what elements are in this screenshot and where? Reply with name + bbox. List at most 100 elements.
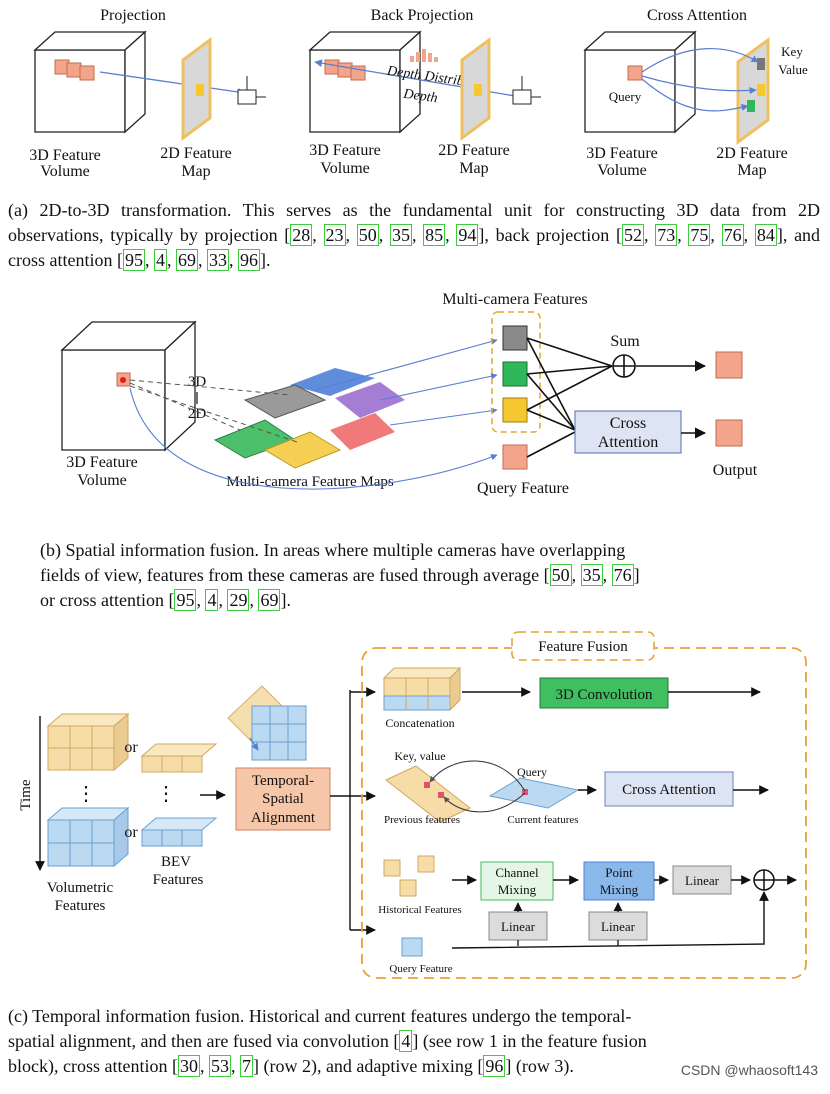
feature-map-red	[330, 413, 395, 450]
ref-52[interactable]: 52	[621, 224, 644, 246]
feature-volume-cube-2	[308, 30, 422, 134]
query-label: Query	[609, 89, 642, 104]
ref-4-c[interactable]: 4	[399, 1030, 413, 1052]
ref-23[interactable]: 23	[323, 224, 346, 246]
dashed-ray-3	[129, 385, 301, 444]
point-mixing-box	[583, 861, 655, 901]
query-feature-label: Query Feature	[477, 480, 569, 497]
volumetric-label-1: Volumetric	[47, 880, 114, 896]
ref-7-c[interactable]: 7	[239, 1055, 253, 1077]
sep: ,	[445, 225, 457, 245]
feature-map-blue	[290, 368, 375, 396]
ref-50[interactable]: 50	[356, 224, 379, 246]
caption-c-line2a: spatial alignment, and then are fused vi…	[8, 1031, 400, 1051]
conv3d-label: 3D Convolution	[555, 687, 653, 703]
attn-arc-c2	[443, 792, 526, 813]
caption-b: (b) Spatial information fusion. In areas…	[40, 540, 640, 611]
dashed-ray-2	[129, 382, 241, 431]
sep: ,	[144, 250, 154, 270]
ref-53-c[interactable]: 53	[208, 1055, 231, 1077]
key-value-label: Key, value	[394, 749, 445, 763]
sep: ,	[378, 225, 390, 245]
cross-attention-box-c	[604, 771, 734, 807]
sep: ,	[677, 225, 689, 245]
caption-b-line2: fields of view, features from these came…	[40, 565, 550, 585]
cross-attention-box	[574, 410, 682, 454]
ref-76[interactable]: 76	[721, 224, 744, 246]
ref-75[interactable]: 75	[688, 224, 711, 246]
time-label: Time	[18, 779, 34, 810]
watermark: CSDN @whaosoft143	[680, 1062, 818, 1078]
ref-84[interactable]: 84	[754, 224, 777, 246]
ref-29-b[interactable]: 29	[227, 589, 250, 611]
ref-69[interactable]: 69	[175, 249, 198, 271]
ref-4[interactable]: 4	[153, 249, 167, 271]
bev-label-1: BEV	[161, 854, 191, 870]
multi-features-group	[491, 311, 541, 433]
ref-35-b[interactable]: 35	[580, 564, 603, 586]
feature-fusion-label: Feature Fusion	[538, 639, 628, 655]
ref-96[interactable]: 96	[237, 249, 260, 271]
ref-28[interactable]: 28	[290, 224, 313, 246]
label-3d: 3D	[188, 374, 207, 390]
ref-50-b[interactable]: 50	[549, 564, 572, 586]
plus-circle-icon	[753, 869, 775, 891]
historical-features-label: Historical Features	[378, 904, 461, 916]
ref-35[interactable]: 35	[389, 224, 412, 246]
voxel-center-dot	[120, 377, 126, 383]
ref-69-b[interactable]: 69	[258, 589, 281, 611]
query-dot	[522, 789, 528, 795]
ref-96-c[interactable]: 96	[483, 1055, 506, 1077]
bev-grid-blue	[140, 817, 218, 847]
ref-30-c[interactable]: 30	[177, 1055, 200, 1077]
current-features-label: Current features	[507, 814, 578, 826]
ref-33[interactable]: 33	[206, 249, 229, 271]
label-volume-3: Volume	[597, 162, 646, 179]
tsa-label-2: Spatial	[262, 791, 304, 807]
label-2d-feature-map-1: 2D Feature	[160, 145, 232, 162]
feature-cube-green	[502, 361, 528, 387]
prev-feature-dot-1	[424, 782, 430, 788]
point-mixing-label-1: Point	[605, 865, 633, 880]
ref-95-b[interactable]: 95	[174, 589, 197, 611]
ref-95[interactable]: 95	[122, 249, 145, 271]
line-gray-sum	[526, 337, 613, 367]
ref-76-b[interactable]: 76	[611, 564, 634, 586]
attention-arc-2	[641, 75, 757, 95]
output-label: Output	[713, 462, 758, 479]
ref-94[interactable]: 94	[456, 224, 479, 246]
query-feature-cube-c	[401, 937, 423, 957]
section-b: 3D Feature Volume 3D 2D Multi-camera Fea…	[60, 291, 758, 497]
feature-volume-cube	[33, 30, 147, 134]
camera-icon-2	[512, 76, 541, 105]
multi-camera-feature-maps-label: Multi-camera Feature Maps	[226, 474, 394, 490]
cross-attention-label-1: Cross	[610, 415, 646, 432]
caption-c: (c) Temporal information fusion. Histori…	[8, 1006, 647, 1077]
caption-a-end: ].	[259, 250, 271, 270]
line-green-ca	[526, 373, 576, 431]
caption-c-line1: (c) Temporal information fusion. Histori…	[8, 1006, 632, 1026]
ref-85[interactable]: 85	[423, 224, 446, 246]
attention-arc-1	[641, 48, 759, 73]
previous-features-label: Previous features	[384, 814, 460, 826]
bev-label-2: Features	[153, 872, 204, 888]
line-query-ca	[526, 431, 576, 458]
query-skip-line	[451, 891, 769, 949]
line-yellow-sum	[526, 365, 613, 411]
sep: ,	[710, 225, 722, 245]
ref-4-b[interactable]: 4	[205, 589, 219, 611]
volumetric-grid-blue	[46, 806, 130, 868]
prev-feature-dot-2	[438, 792, 444, 798]
volumetric-label-2: Features	[55, 898, 106, 914]
label-map-2: Map	[459, 160, 488, 177]
caption-c-line3a: block), cross attention [	[8, 1056, 178, 1076]
volumetric-grid-tan	[46, 712, 130, 772]
channel-mixing-label-1: Channel	[495, 865, 539, 880]
dots-2: ⋮	[156, 783, 176, 805]
feature-map-yellow	[263, 431, 342, 469]
caption-a-cross-attention: ], and cross attention [	[8, 225, 821, 270]
concat-grid-icon	[382, 666, 462, 712]
line-green-sum	[526, 365, 613, 375]
ref-73[interactable]: 73	[655, 224, 678, 246]
